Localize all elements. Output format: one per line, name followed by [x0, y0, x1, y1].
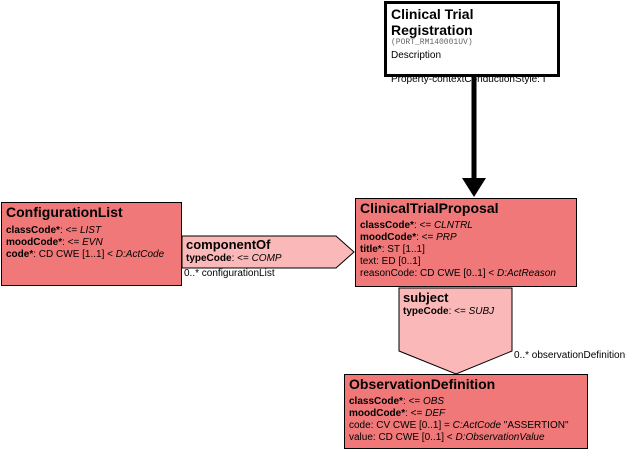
cl-class-code: classCode*: <= LIST: [6, 225, 102, 236]
header-property: Property-contextConductionStyle: I: [391, 74, 546, 85]
subject-type-code: typeCode: <= SUBJ: [403, 306, 495, 317]
header-box[interactable]: Clinical Trial Registration (PORT_RM1400…: [384, 1, 560, 85]
od-value: value: CD CWE [0..1] < D:ObservationValu…: [349, 432, 545, 443]
component-of-type-code: typeCode: <= COMP: [186, 253, 282, 264]
cl-title: ConfigurationList: [6, 204, 123, 220]
od-mood-code: moodCode*: <= DEF: [349, 408, 446, 419]
ctp-text-attr: text: ED [0..1]: [360, 256, 421, 267]
od-code: code: CV CWE [0..1] = C:ActCode "ASSERTI…: [349, 420, 569, 431]
cl-mood-code: moodCode*: <= EVN: [6, 237, 103, 248]
component-of-shape: [181, 235, 355, 269]
component-of-cardinality: 0..* configurationList: [184, 268, 275, 279]
header-description: Description: [391, 50, 442, 61]
clinical-trial-proposal-box[interactable]: ClinicalTrialProposal classCode*: <= CLN…: [355, 198, 577, 287]
ctp-title: ClinicalTrialProposal: [360, 200, 499, 216]
component-of-title: componentOf: [186, 237, 271, 252]
observation-definition-box[interactable]: ObservationDefinition classCode*: <= OBS…: [344, 374, 588, 449]
cl-code: code*: CD CWE [1..1] < D:ActCode: [6, 249, 165, 260]
header-arrow-head: [462, 178, 486, 197]
ctp-class-code: classCode*: <= CLNTRL: [360, 220, 473, 231]
ctp-mood-code: moodCode*: <= PRP: [360, 232, 457, 243]
subject-title: subject: [403, 290, 449, 305]
od-title: ObservationDefinition: [349, 376, 496, 392]
ctp-reason-code: reasonCode: CD CWE [0..1] < D:ActReason: [360, 268, 556, 279]
od-class-code: classCode*: <= OBS: [349, 396, 445, 407]
header-title: Clinical Trial Registration: [391, 6, 474, 38]
subject-shape: [398, 287, 513, 375]
configuration-list-box[interactable]: ConfigurationList classCode*: <= LIST mo…: [1, 202, 182, 286]
ctp-title-attr: title*: ST [1..1]: [360, 244, 425, 255]
header-id: (PORT_RM140001UV): [391, 38, 473, 47]
subject-cardinality: 0..* observationDefinition: [514, 350, 626, 361]
